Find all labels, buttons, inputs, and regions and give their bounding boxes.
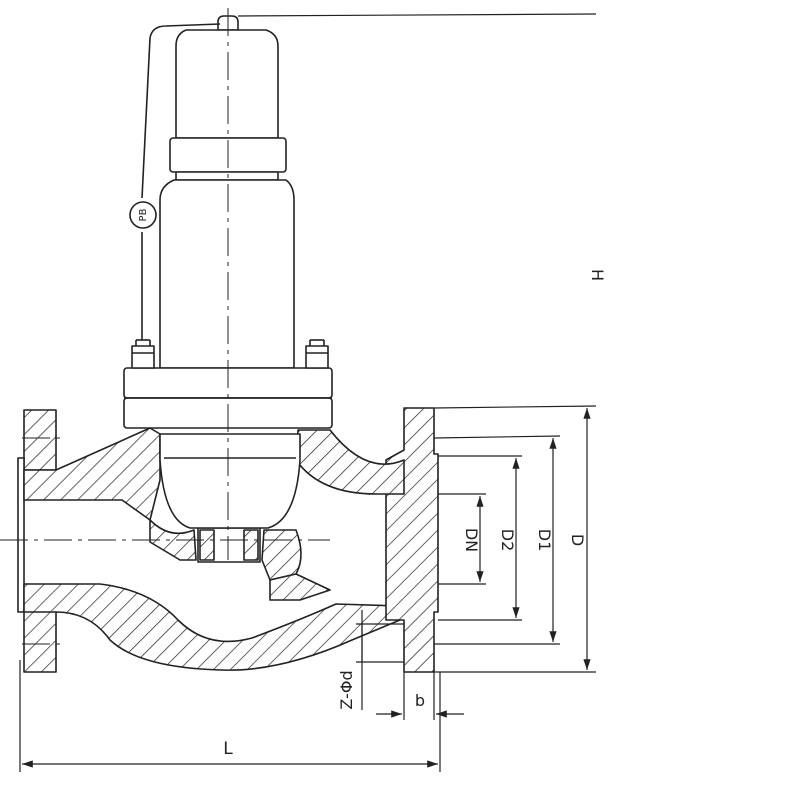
valve-bonnet xyxy=(159,179,295,369)
dimension-lines xyxy=(19,13,597,772)
gauge-symbol xyxy=(129,201,157,229)
label-d1: D1 xyxy=(535,529,554,552)
label-l: L xyxy=(223,739,233,759)
label-d: D xyxy=(568,534,587,546)
centre-lines xyxy=(0,8,330,645)
label-dn: DN xyxy=(462,528,481,552)
valve-body-section xyxy=(17,407,439,673)
label-gauge: PB xyxy=(138,208,149,221)
label-b: b xyxy=(415,691,425,710)
dimension-labels: DN D2 D1 D H Z-Φd b L PB xyxy=(138,208,607,759)
bolt-left xyxy=(131,339,155,369)
label-h: H xyxy=(588,269,607,281)
label-bolt: Z-Φd xyxy=(337,670,356,709)
bolt-right xyxy=(305,339,329,369)
label-d2: D2 xyxy=(498,529,517,552)
impulse-tube xyxy=(141,23,221,340)
